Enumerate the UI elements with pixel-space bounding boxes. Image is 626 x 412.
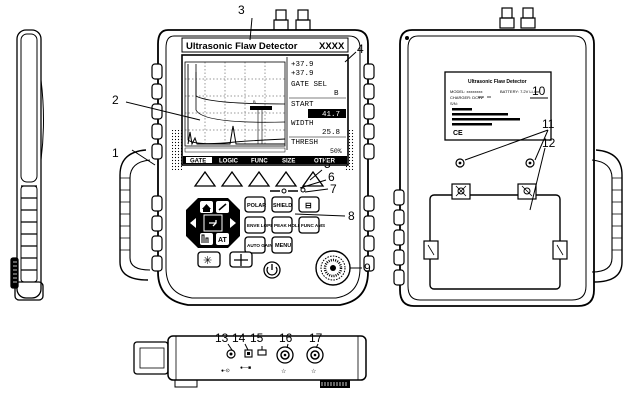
direction-pad: AT — [186, 198, 240, 248]
menu-item-gate: GATE — [190, 159, 206, 165]
menu-key-label: MENU — [275, 243, 291, 249]
dc-symbol-icon: ●-⊙ — [221, 368, 230, 374]
callout-3: 3 — [238, 3, 245, 17]
back-label-charger: CHARGER: DC9V — [450, 95, 483, 100]
usb-symbol-icon: ●—■ — [240, 365, 251, 371]
callout-16: 16 — [279, 331, 293, 345]
callout-1: 1 — [112, 146, 119, 160]
callout-5: 5 — [324, 157, 331, 171]
readout-width-value: 25.8 — [322, 129, 340, 137]
callout-15: 15 — [250, 331, 264, 345]
readout-start: START — [291, 101, 314, 109]
menu-item-logic: LOGIC — [219, 159, 239, 165]
sun-icon: ✳ — [203, 255, 212, 267]
readout-thresh: THRESH — [291, 139, 318, 147]
freeze-key-label: ⊟ — [305, 201, 312, 210]
readout-gate-sel: GATE SEL — [291, 81, 328, 89]
envelope-key-label: ENVE LOPE — [247, 223, 273, 228]
readout-start-value: 41.7 — [322, 111, 340, 119]
battery-cover — [430, 195, 560, 289]
side-view-left — [11, 30, 44, 300]
readout-gate-sel-value: B — [334, 90, 339, 98]
back-label-mark: CE — [453, 130, 463, 137]
menu-item-size: SIZE — [282, 159, 295, 165]
serial-port[interactable] — [258, 350, 266, 355]
readout-value-1: +37.9 — [291, 61, 314, 69]
callout-14: 14 — [232, 331, 246, 345]
callout-10: 10 — [532, 84, 546, 98]
receive-symbol-icon: ☆ — [311, 368, 316, 375]
callout-7: 7 — [330, 182, 337, 196]
readout-width: WIDTH — [291, 120, 314, 128]
callout-13: 13 — [215, 331, 229, 345]
wedge-key-label: AT — [218, 237, 228, 244]
callout-12: 12 — [542, 136, 556, 150]
front-view: Ultrasonic Flaw Detector XXXX B +37.9 +3… — [120, 10, 374, 305]
svg-text:B: B — [253, 99, 256, 104]
device-model: XXXX — [319, 41, 345, 52]
rotary-knob[interactable] — [316, 251, 350, 285]
peak-hold-key-label: PEAK HOLD — [274, 223, 302, 228]
callout-9: 9 — [364, 261, 371, 275]
menu-item-func: FUNC — [251, 159, 268, 165]
back-label-model: MODEL: xxxxxxxx — [450, 89, 482, 94]
polar-key-label: POLAR — [247, 203, 266, 209]
func-ams-key-label: FUNC AMS — [301, 223, 325, 228]
shield-key-label: SHIELD — [273, 203, 292, 209]
callout-2: 2 — [112, 93, 119, 107]
callout-11: 11 — [542, 117, 555, 131]
device-title: Ultrasonic Flaw Detector — [186, 41, 298, 52]
callout-17: 17 — [309, 331, 323, 345]
auto-gain-key-label: AUTO GAIN — [247, 243, 273, 248]
callout-4: 4 — [357, 42, 364, 56]
transmit-symbol-icon: ☆ — [281, 368, 286, 375]
back-view: Ultrasonic Flaw Detector MODEL: xxxxxxxx… — [394, 8, 622, 306]
back-label-sn: S/N: — [450, 101, 458, 106]
readout-thresh-value: 50% — [330, 148, 342, 155]
back-label-title: Ultrasonic Flaw Detector — [468, 79, 527, 85]
callout-8: 8 — [348, 209, 355, 223]
readout-value-2: +37.9 — [291, 70, 314, 78]
